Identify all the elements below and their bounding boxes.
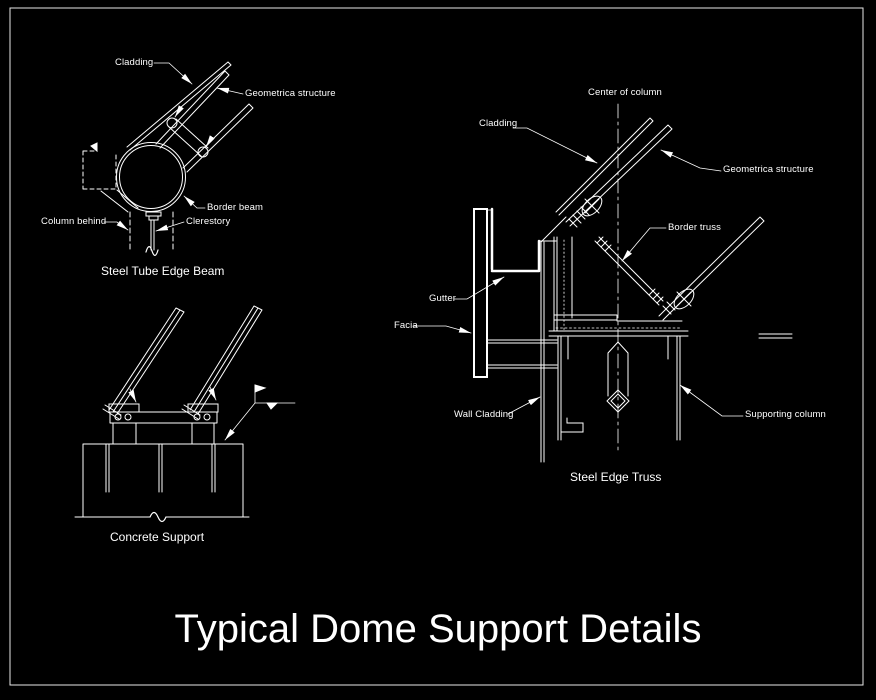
steel-tube-edge-beam-drawing bbox=[82, 61, 254, 256]
label-facia: Facia bbox=[394, 320, 418, 331]
caption-concrete-support: Concrete Support bbox=[110, 530, 205, 544]
label-gutter: Gutter bbox=[429, 293, 456, 304]
drawing-title: Typical Dome Support Details bbox=[174, 607, 702, 651]
label-geometrica-structure: Geometrica structure bbox=[245, 88, 336, 99]
label-border-truss: Border truss bbox=[668, 222, 721, 233]
caption-steel-edge-truss: Steel Edge Truss bbox=[570, 470, 662, 484]
caption-steel-tube-edge-beam: Steel Tube Edge Beam bbox=[101, 264, 225, 278]
steel-edge-truss-drawing bbox=[412, 103, 793, 463]
label-geometrica-structure-truss: Geometrica structure bbox=[723, 164, 814, 175]
label-clerestory: Clerestory bbox=[186, 216, 231, 227]
sheet-border bbox=[9, 7, 864, 686]
concrete-support-drawing bbox=[74, 305, 296, 523]
label-center-of-column: Center of column bbox=[588, 87, 662, 98]
label-supporting-column: Supporting column bbox=[745, 409, 826, 420]
label-border-beam: Border beam bbox=[207, 202, 264, 213]
label-cladding: Cladding bbox=[115, 57, 154, 68]
label-cladding-truss: Cladding bbox=[479, 118, 518, 129]
label-wall-cladding: Wall Cladding bbox=[454, 409, 514, 420]
label-column-behind: Column behind bbox=[41, 216, 107, 227]
